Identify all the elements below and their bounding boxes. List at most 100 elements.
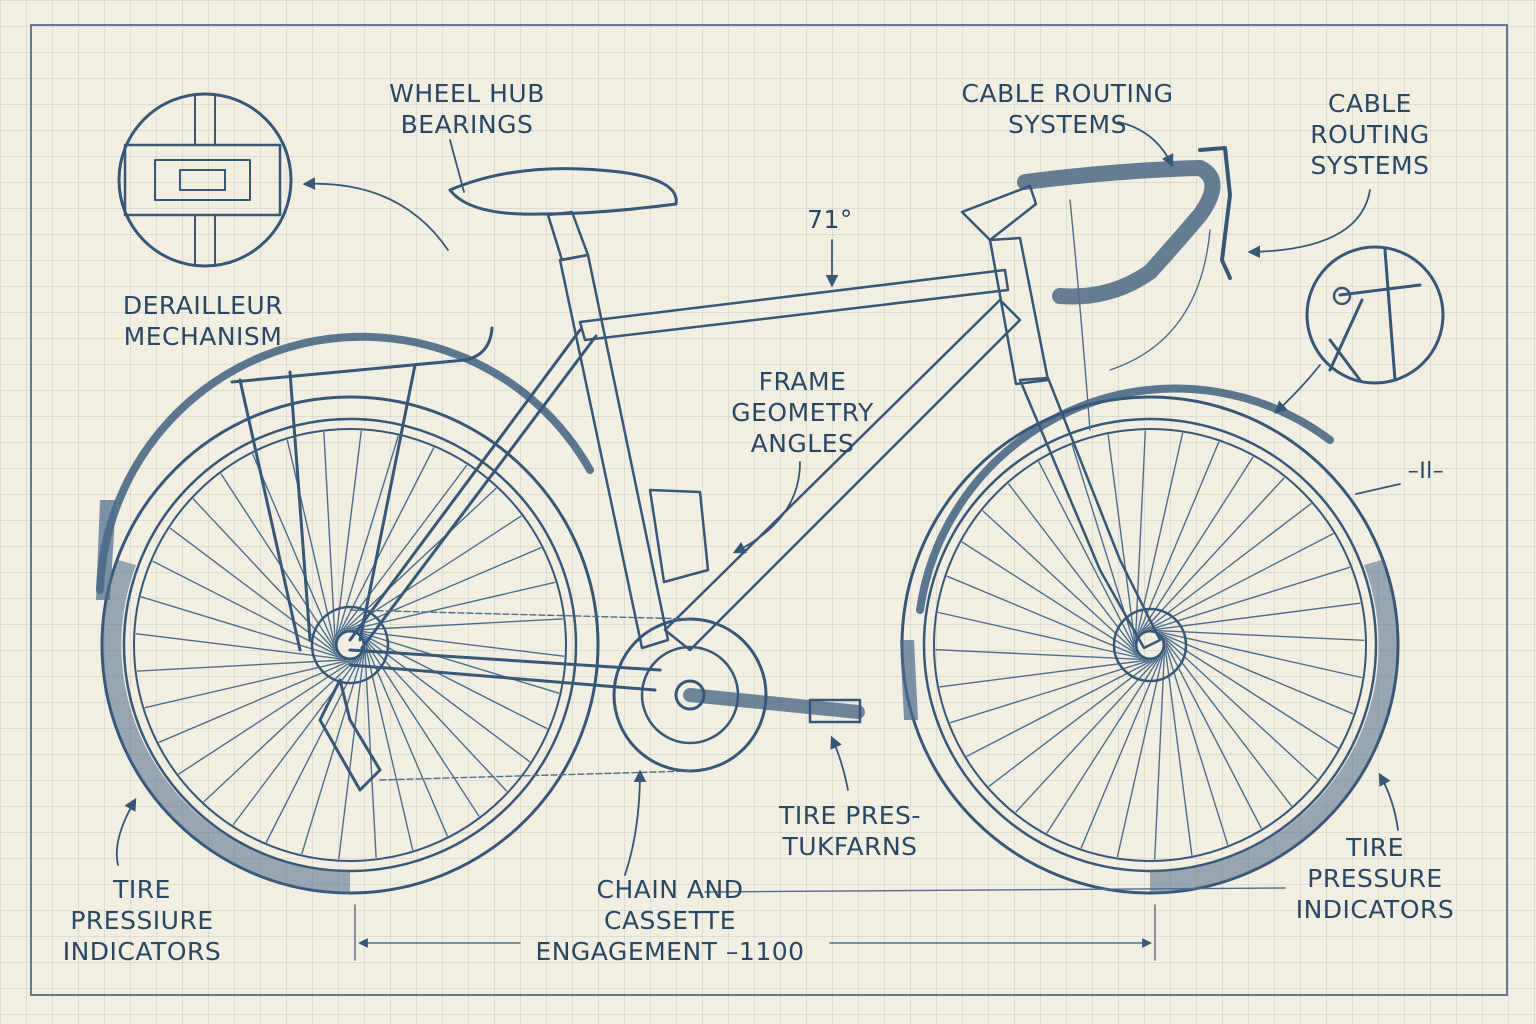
spoke: [1160, 633, 1354, 715]
spoke: [935, 649, 1144, 661]
label-line: CASSETTE: [604, 906, 736, 935]
chain-stays: [348, 648, 662, 692]
spoke: [1165, 645, 1229, 846]
spoke: [323, 431, 336, 641]
spoke: [341, 464, 468, 632]
spoke: [982, 510, 1137, 653]
label-line: GEOMETRY: [731, 398, 874, 427]
spoke: [1136, 432, 1184, 637]
rear-tyre-inner: [122, 417, 578, 873]
front-wheel: [900, 384, 1400, 895]
spoke: [1140, 456, 1254, 633]
leader-lines: [115, 121, 1401, 876]
label-line: MECHANISM: [123, 322, 283, 351]
spoke: [338, 652, 365, 860]
label-tire-left: TIRE PRESSIURE INDICATORS: [52, 874, 232, 967]
front-disc: [1112, 607, 1188, 683]
label-line: CABLE: [1328, 89, 1412, 118]
spoke: [1107, 434, 1136, 642]
spoke: [1158, 631, 1363, 679]
spoke: [1038, 461, 1135, 647]
spoke: [337, 435, 399, 636]
spoke: [361, 634, 548, 730]
spoke: [1156, 629, 1365, 641]
spoke: [363, 636, 531, 763]
top-tube: [578, 268, 1010, 342]
label-line: TIRE: [113, 875, 171, 904]
label-line: TUKFARNS: [782, 832, 918, 861]
pedal: [808, 698, 862, 724]
spoke: [339, 447, 435, 634]
spoke: [365, 644, 448, 837]
spoke: [1080, 655, 1162, 849]
label-line: ANGLES: [750, 429, 855, 458]
spoke: [349, 547, 542, 630]
brake-lever-detail-icon: [1305, 245, 1445, 385]
spoke: [359, 632, 560, 694]
frame: [230, 146, 1232, 692]
dimension-line: [354, 887, 1286, 961]
spoke: [1165, 643, 1262, 829]
front-fork: [1018, 376, 1162, 650]
spoke: [343, 487, 497, 631]
stem: [960, 184, 1038, 242]
label-chain: CHAIN AND CASSETTE ENGAGEMENT –1100: [515, 874, 825, 967]
spoke: [192, 498, 336, 652]
crank-arm: [683, 688, 865, 719]
rear-mudflap: [96, 500, 116, 600]
spoke: [1116, 653, 1164, 858]
label-frame-geometry: FRAME GEOMETRY ANGLES: [715, 366, 890, 459]
spoke: [1164, 640, 1292, 807]
rear-wheel: [96, 332, 600, 895]
spoke: [1008, 483, 1136, 650]
spoke: [301, 654, 363, 855]
spoke: [1134, 430, 1147, 639]
label-line: CHAIN AND: [596, 875, 744, 904]
shift-cable: [1109, 229, 1211, 371]
label-line: INDICATORS: [1295, 895, 1455, 924]
front-fender: [916, 384, 1334, 614]
spoke: [1163, 637, 1318, 780]
spoke: [1153, 651, 1166, 860]
spoke: [135, 633, 343, 660]
seatpost: [546, 210, 590, 262]
handlebar: [1017, 160, 1221, 305]
spoke: [144, 660, 348, 709]
spoke: [140, 596, 341, 658]
spoke: [1148, 533, 1334, 630]
bottle-cage: [648, 488, 710, 584]
rear-cassette: [310, 605, 390, 685]
spoke: [286, 439, 335, 643]
spoke: [357, 630, 565, 657]
label-derailleur: DERAILLEUR MECHANISM: [108, 290, 298, 352]
label-tick: –Il–: [1407, 459, 1445, 484]
spoke: [1142, 477, 1285, 632]
rear-fender: [96, 332, 594, 594]
label-line: BEARINGS: [400, 110, 534, 139]
spoke: [1150, 566, 1351, 630]
drawing-border: [30, 24, 1508, 996]
spoke: [335, 430, 362, 638]
label-line: PRESSURE: [1307, 864, 1443, 893]
drivetrain: [318, 609, 865, 792]
spoke: [949, 660, 1150, 724]
label-line: DERAILLEUR: [122, 291, 284, 320]
saddle: [448, 167, 678, 216]
spoke: [265, 656, 361, 843]
rear-spokes: [135, 430, 565, 860]
spoke: [252, 453, 335, 646]
rear-derailleur: [318, 678, 382, 792]
spoke: [1162, 635, 1339, 749]
brake-cable: [1069, 199, 1091, 431]
spoke: [966, 660, 1152, 757]
spoke: [220, 473, 335, 649]
label-line: FRAME: [758, 367, 847, 396]
label-tire-right: TIRE PRESSURE INDICATORS: [1285, 832, 1465, 925]
spoke: [1015, 658, 1158, 813]
spoke: [364, 638, 508, 792]
label-wheel-hub: WHEEL HUB BEARINGS: [382, 78, 552, 140]
spoke: [939, 659, 1147, 688]
brake-lever: [1198, 146, 1232, 280]
